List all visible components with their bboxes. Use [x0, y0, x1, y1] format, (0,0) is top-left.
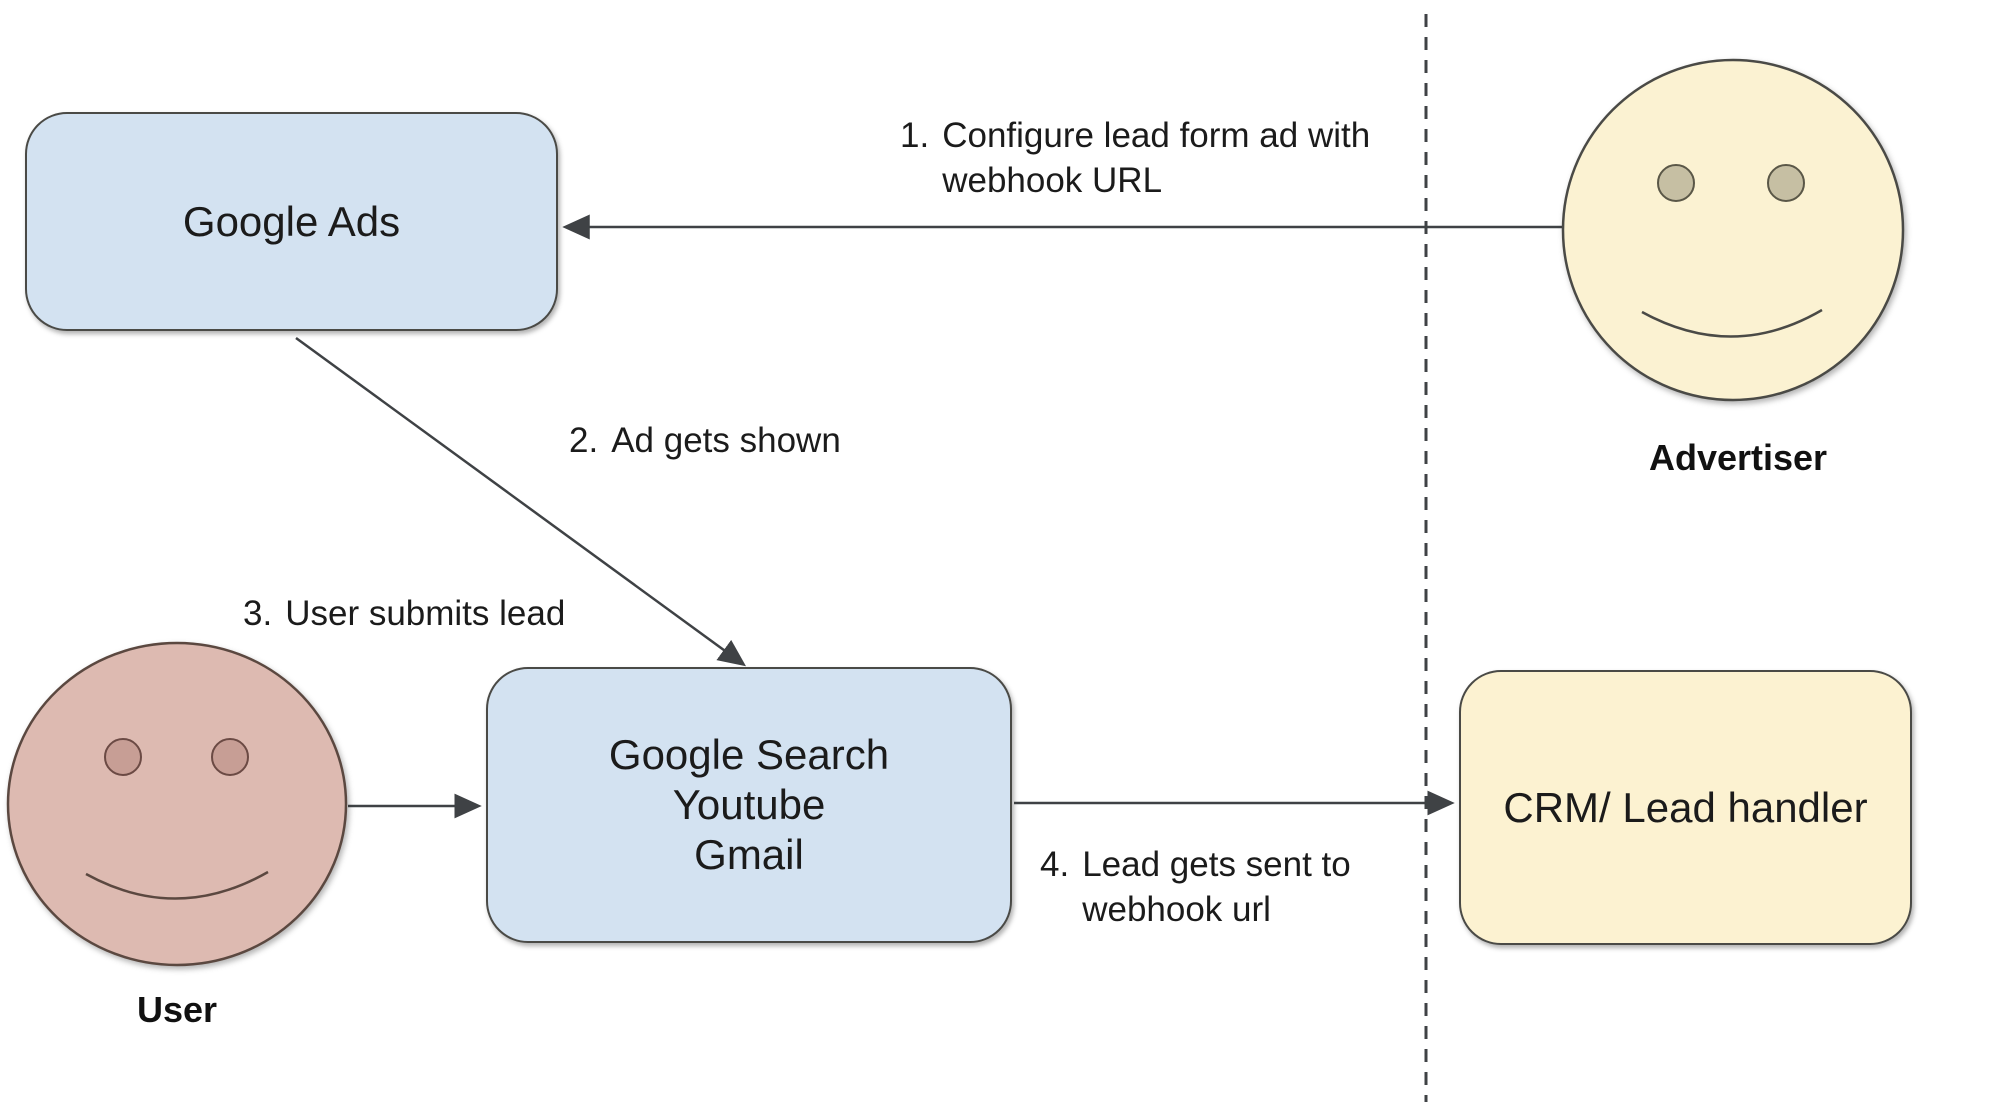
step-label-1: 1. Configure lead form ad with webhook U…: [900, 113, 1370, 203]
node-google-surfaces: Google Search Youtube Gmail: [486, 667, 1012, 943]
step-label-3: 3. User submits lead: [243, 591, 565, 636]
user-face-head: [6, 641, 348, 967]
user-label: User: [136, 989, 218, 1030]
step-4-number: 4.: [1040, 845, 1070, 884]
user-face-icon: [6, 641, 348, 967]
step-3-text: User submits lead: [285, 594, 566, 633]
user-right-eye-icon: [211, 738, 249, 776]
step-label-2: 2. Ad gets shown: [569, 418, 841, 463]
node-crm-lead-handler: CRM/ Lead handler: [1459, 670, 1912, 945]
advertiser-label: Advertiser: [1648, 437, 1828, 478]
step-1-number: 1.: [900, 116, 930, 155]
step-2-number: 2.: [569, 421, 599, 460]
node-google-ads-label: Google Ads: [182, 197, 401, 245]
user-left-eye-icon: [104, 738, 142, 776]
arrow-ad-gets-shown: [295, 336, 747, 667]
advertiser-face-icon: [1561, 58, 1905, 402]
advertiser-face-head: [1561, 58, 1905, 402]
advertiser-right-eye-icon: [1767, 164, 1805, 202]
node-google-ads: Google Ads: [25, 112, 558, 331]
step-3-number: 3.: [243, 594, 273, 633]
step-1-text: Configure lead form ad with webhook URL: [942, 116, 1371, 200]
node-crm-label: CRM/ Lead handler: [1503, 783, 1868, 831]
user-smile-icon: [85, 870, 269, 900]
step-4-text: Lead gets sent to webhook url: [1082, 845, 1351, 929]
step-label-4: 4. Lead gets sent to webhook url: [1040, 842, 1351, 932]
step-2-text: Ad gets shown: [611, 421, 841, 460]
advertiser-smile-icon: [1641, 308, 1823, 338]
advertiser-left-eye-icon: [1657, 164, 1695, 202]
node-google-surfaces-label: Google Search Youtube Gmail: [608, 731, 890, 878]
